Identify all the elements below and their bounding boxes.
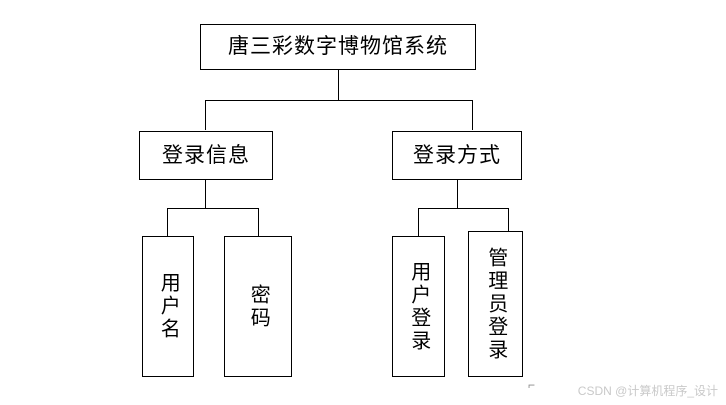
node-login-method: 登录方式 [392,131,522,180]
node-user-login-label: 用户登录 [407,260,430,353]
node-admin-login: 管理员登录 [468,231,523,377]
node-password: 密码 [224,236,292,377]
connector-to-admin-login [508,208,509,236]
connector-login-info-bus [167,208,258,209]
node-login-info-label: 登录信息 [162,142,250,167]
node-username-label: 用户名 [157,272,180,341]
connector-login-info-down [205,180,206,208]
connector-root-down [338,70,339,100]
connector-to-username [167,208,168,236]
connector-login-method-bus [418,208,508,209]
node-user-login: 用户登录 [392,236,445,377]
node-login-method-label: 登录方式 [413,142,501,167]
watermark-label: CSDN @计算机程序_设计 [577,384,718,398]
node-username: 用户名 [142,236,194,377]
connector-to-login-info [205,100,206,130]
node-root-label: 唐三彩数字博物馆系统 [228,34,448,59]
node-admin-login-label: 管理员登录 [484,246,507,362]
connector-level2-bus [205,100,472,101]
connector-login-method-down [457,180,458,208]
connector-to-login-method [472,100,473,130]
node-root: 唐三彩数字博物馆系统 [200,24,476,70]
text-cursor-icon: ⌐ [528,378,536,392]
node-login-info: 登录信息 [139,131,273,180]
node-password-label: 密码 [247,283,270,330]
connector-to-password [258,208,259,236]
connector-to-user-login [418,208,419,236]
